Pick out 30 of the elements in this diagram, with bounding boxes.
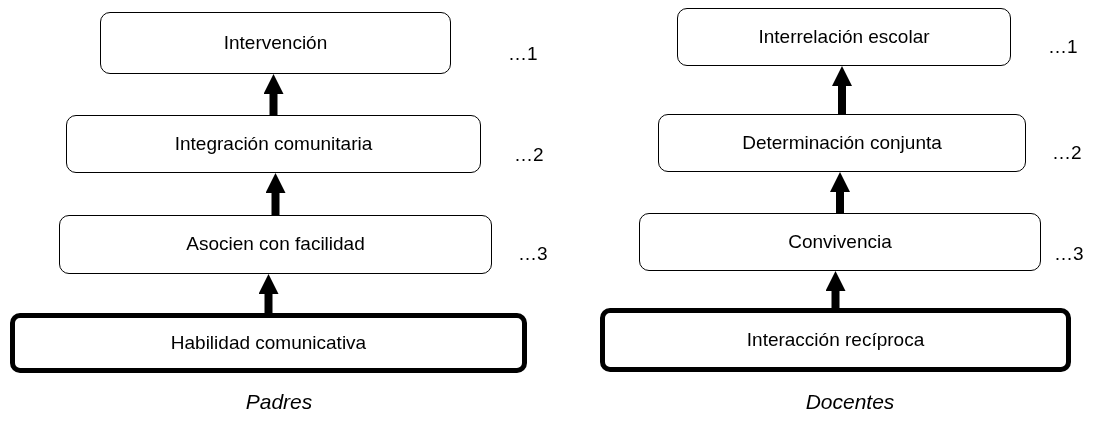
block-arrow [825, 271, 846, 308]
block-arrow [263, 74, 284, 115]
level-number: …3 [518, 242, 548, 266]
box-label: Convivencia [788, 229, 892, 254]
block-arrow [832, 66, 852, 114]
box-label: Intervención [223, 30, 328, 55]
process-box [658, 114, 1026, 172]
process-box [677, 8, 1011, 66]
process-box [639, 213, 1041, 271]
box-label: Interrelación escolar [758, 24, 930, 49]
block-arrow [258, 274, 279, 313]
level-number: …1 [508, 42, 538, 66]
box-label: Asocien con facilidad [186, 232, 365, 257]
process-box [66, 115, 481, 173]
level-number: …1 [1048, 35, 1078, 59]
level-number: …2 [1052, 141, 1082, 165]
process-box [600, 308, 1071, 372]
level-number: …2 [514, 143, 544, 167]
process-box [100, 12, 451, 74]
group-caption: Docentes [805, 389, 895, 415]
box-label: Integración comunitaria [174, 131, 373, 156]
box-label: Interacción recíproca [746, 327, 925, 352]
process-box [10, 313, 527, 373]
block-arrow [265, 173, 286, 215]
block-arrow [830, 172, 850, 213]
level-number: …3 [1054, 242, 1084, 266]
process-box [59, 215, 492, 274]
box-label: Habilidad comunicativa [170, 330, 367, 355]
group-caption: Padres [245, 389, 313, 415]
box-label: Determinación conjunta [742, 130, 942, 155]
